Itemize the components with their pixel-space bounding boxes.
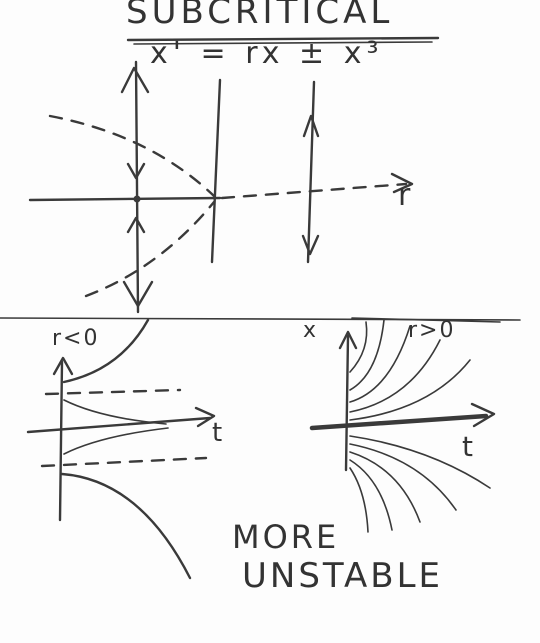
t-axis-label-left: t <box>212 418 225 448</box>
right-curve-up-5 <box>349 321 368 373</box>
left-x-axis-arrow <box>52 356 74 376</box>
left-x-axis <box>58 360 64 522</box>
right-t-axis <box>309 413 489 431</box>
vertical-line-r1 <box>210 78 222 264</box>
right-curve-down-4 <box>349 459 393 531</box>
r-axis-dashed <box>220 182 408 200</box>
caption-more: MORE <box>232 518 340 556</box>
right-curve-down-3 <box>349 451 421 523</box>
right-curve-up-4 <box>349 319 385 391</box>
title-underline-2 <box>133 41 433 45</box>
r-axis-label: r <box>398 178 413 213</box>
panel-right-label: r>0 <box>408 318 456 343</box>
x-axis-arrow-down <box>122 280 154 308</box>
x-axis-vertical <box>134 60 140 314</box>
right-curve-up-3 <box>349 325 411 403</box>
right-t-axis-arrow <box>470 402 496 428</box>
left-t-axis-arrow <box>194 406 216 428</box>
right-curve-down-5 <box>349 467 369 533</box>
left-t-axis <box>26 416 212 434</box>
x-axis-arrow-up <box>120 66 150 94</box>
title-underline <box>126 36 440 42</box>
right-curve-down-1 <box>349 435 491 489</box>
phase-arrow-down <box>126 162 146 180</box>
page-title: SUBCRITICAL <box>126 0 394 32</box>
fixed-point-dot <box>133 195 141 203</box>
panel-left-label: r<0 <box>52 326 100 351</box>
r-axis-arrow <box>390 172 414 194</box>
unstable-branch-lower <box>84 200 216 298</box>
equation: x' = rx ± x³ <box>150 36 384 71</box>
right-x-axis-arrow <box>338 330 358 350</box>
right-curve-up-1 <box>349 359 471 421</box>
unstable-branch-upper <box>48 114 216 198</box>
vline2-arrow-down <box>301 234 320 256</box>
right-curve-up-2 <box>349 339 441 413</box>
right-top-stroke <box>351 317 501 323</box>
right-x-axis <box>344 334 350 472</box>
vertical-line-r2 <box>306 80 316 264</box>
left-dashed-upper <box>44 388 182 396</box>
left-curve-escape-up <box>62 318 150 384</box>
caption-unstable: UNSTABLE <box>242 556 444 596</box>
x-axis-label: x <box>303 318 319 343</box>
left-curve-escape-down <box>60 472 192 580</box>
left-dashed-lower <box>40 456 208 468</box>
r-axis-horizontal <box>28 196 222 202</box>
right-curve-down-2 <box>349 443 457 511</box>
t-axis-label-right: t <box>462 430 475 463</box>
phase-arrow-up <box>126 216 146 234</box>
left-curve-decay-lower <box>63 427 169 455</box>
vline2-arrow-up <box>302 114 320 138</box>
left-curve-decay-upper <box>63 399 167 425</box>
